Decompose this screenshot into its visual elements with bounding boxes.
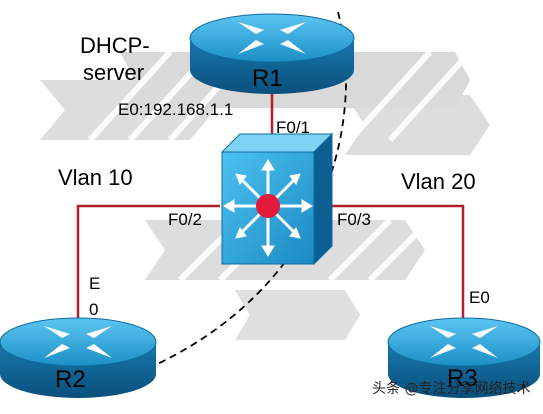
r1-label: R1 (252, 65, 283, 92)
link-switch-r3 (330, 204, 465, 318)
dhcp-label-line1: DHCP- (80, 33, 150, 58)
relay-dot-icon (256, 194, 280, 218)
port-f01-label: F0/1 (276, 118, 311, 137)
router-r1[interactable] (189, 13, 355, 94)
router-arrows-icon (44, 326, 112, 358)
dhcp-label-line2: server (83, 60, 145, 85)
r3-label: R3 (447, 365, 478, 392)
port-f03-label: F0/3 (337, 210, 372, 229)
switch-l3[interactable] (220, 132, 334, 266)
router-arrows-icon (238, 22, 306, 54)
router-arrows-icon (430, 326, 498, 358)
r1-ip-label: E0:192.168.1.1 (118, 100, 234, 119)
watermark: 头条 @专注分享网络技术 (372, 381, 531, 397)
router-r2[interactable] (0, 317, 157, 398)
router-r3[interactable] (387, 317, 541, 398)
r2-iface-line1: E (89, 274, 101, 293)
r3-iface-label: E0 (469, 288, 490, 307)
r2-label: R2 (55, 366, 86, 393)
vlan10-label: Vlan 10 (58, 165, 133, 190)
port-f02-label: F0/2 (168, 210, 203, 229)
r2-iface-line2: 0 (89, 300, 99, 319)
link-switch-r2 (76, 204, 220, 318)
vlan20-label: Vlan 20 (401, 169, 476, 194)
